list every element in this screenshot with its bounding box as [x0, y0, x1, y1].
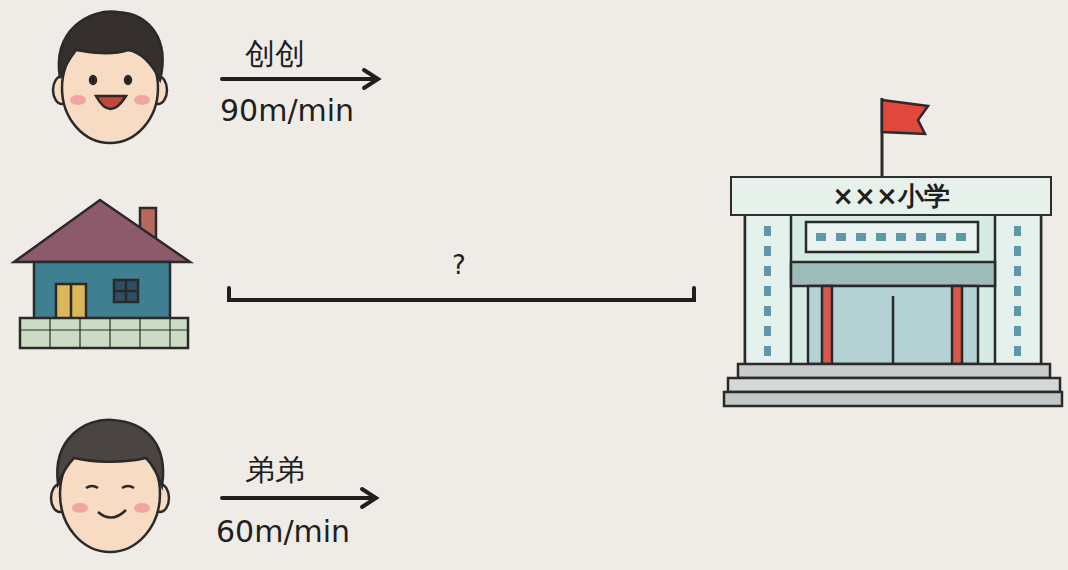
school-building: [724, 98, 1062, 406]
window: [1014, 266, 1021, 276]
window: [764, 286, 771, 296]
window: [764, 346, 771, 356]
distance-bracket: [229, 288, 694, 300]
window: [1014, 286, 1021, 296]
window: [764, 226, 771, 236]
distance-question: ?: [452, 250, 466, 281]
window: [764, 246, 771, 256]
window: [1014, 326, 1021, 336]
school-windows: [764, 226, 1021, 356]
person-name: 创创: [245, 36, 305, 72]
window: [816, 233, 826, 241]
window: [856, 233, 866, 241]
window: [764, 306, 771, 316]
window: [836, 233, 846, 241]
house: [14, 200, 190, 348]
window: [1014, 226, 1021, 236]
person-name: 弟弟: [245, 452, 305, 488]
speed-label: 90m/min: [220, 93, 354, 129]
window: [896, 233, 906, 241]
speed-label: 60m/min: [216, 514, 350, 550]
window: [1014, 346, 1021, 356]
window: [876, 233, 886, 241]
window: [956, 233, 966, 241]
window: [764, 326, 771, 336]
boy-face: [53, 12, 167, 143]
window: [916, 233, 926, 241]
window: [764, 266, 771, 276]
school-sign: ×××小学: [730, 176, 1052, 216]
direction-arrow: [222, 70, 378, 88]
school-name: ×××小学: [832, 179, 949, 214]
brother-face: [51, 420, 169, 552]
direction-arrow: [222, 489, 376, 507]
window: [936, 233, 946, 241]
window: [1014, 306, 1021, 316]
window: [1014, 246, 1021, 256]
